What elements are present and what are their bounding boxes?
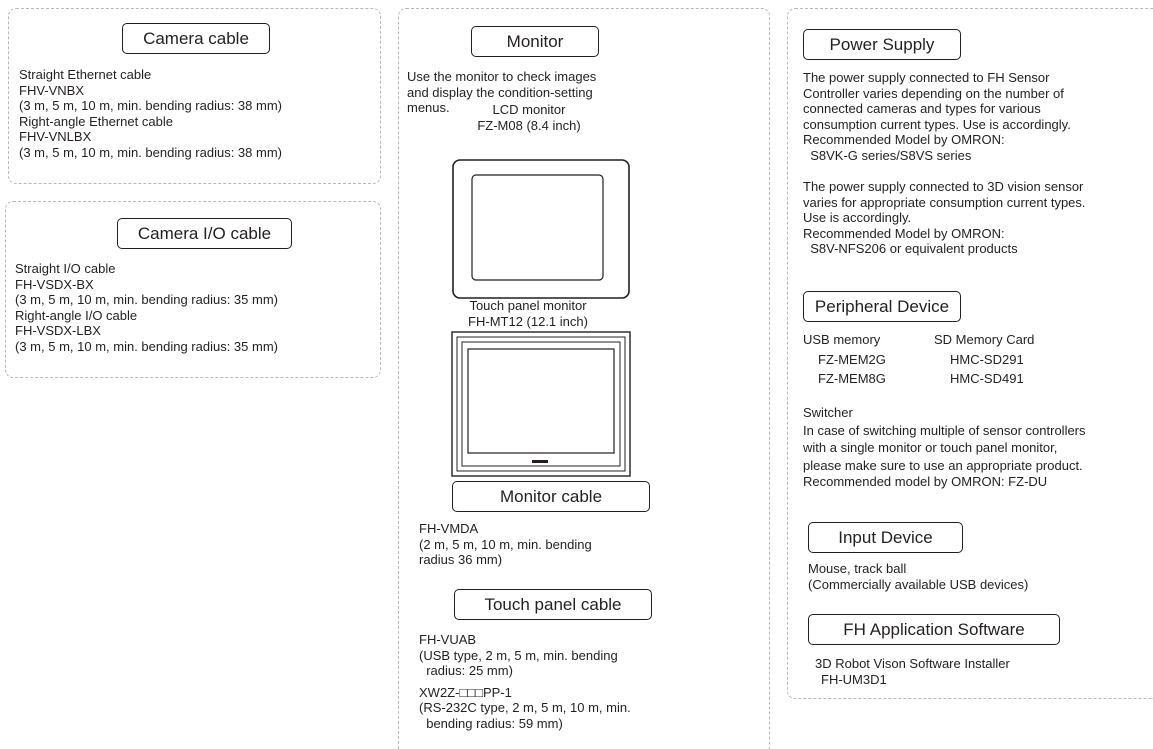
text-line: Controller varies depending on the numbe…	[803, 85, 1064, 101]
text-line: Right-angle Ethernet cable	[19, 113, 173, 129]
text-line: Straight I/O cable	[15, 261, 116, 276]
input-device-lines: Mouse, track ball (Commercially availabl…	[808, 561, 1028, 592]
usb-memory-header: USB memory	[803, 332, 881, 347]
text-line: 3D Robot Vison Software Installer	[815, 656, 1010, 671]
text-line: consumption current types. Use is accord…	[803, 116, 1071, 132]
sd-card-header: SD Memory Card	[934, 332, 1035, 347]
text-line: radius: 25 mm)	[419, 663, 513, 678]
lcd-monitor-label: LCD monitor FZ-M08 (8.4 inch)	[459, 102, 599, 133]
touch-panel-cable-title: Touch panel cable	[454, 589, 652, 620]
sd-card-list: SD Memory Card HMC-SD291 HMC-SD491	[934, 332, 1034, 387]
fh-application-software-title: FH Application Software	[808, 614, 1060, 645]
text-line: S8V-NFS206 or equivalent products	[803, 241, 1018, 256]
text-line: (RS-232C type, 2 m, 5 m, 10 m, min.	[419, 700, 631, 715]
camera-io-cable-title: Camera I/O cable	[117, 218, 292, 249]
text-line: (USB type, 2 m, 5 m, min. bending	[419, 647, 618, 663]
text-line: Recommended Model by OMRON:	[803, 225, 1005, 241]
power-supply-title: Power Supply	[803, 29, 961, 60]
sd-card-item: HMC-SD491	[950, 371, 1024, 386]
text-line: connected cameras and types for various	[803, 101, 1041, 116]
text-line: please make sure to use an appropriate p…	[803, 457, 1083, 473]
monitor-title: Monitor	[471, 26, 599, 57]
lcd-monitor-name: LCD monitor	[492, 102, 566, 117]
camera-io-cable-panel: Camera I/O cable Straight I/O cable FH-V…	[5, 201, 381, 378]
touch-monitor-name: Touch panel monitor	[469, 298, 587, 313]
monitor-cable-lines: FH-VMDA (2 m, 5 m, 10 m, min. bending ra…	[419, 521, 592, 568]
lcd-monitor-icon	[452, 159, 630, 299]
text-line: (3 m, 5 m, 10 m, min. bending radius: 38…	[19, 144, 282, 160]
text-line: Straight Ethernet cable	[19, 67, 152, 82]
text-line: radius 36 mm)	[419, 552, 503, 567]
text-line: FH-VSDX-BX	[15, 276, 94, 292]
touch-monitor-label: Touch panel monitor FH-MT12 (12.1 inch)	[453, 298, 603, 329]
switcher-label: Switcher	[803, 405, 853, 420]
text-line: S8VK-G series/S8VS series	[803, 147, 972, 163]
camera-io-cable-lines: Straight I/O cable FH-VSDX-BX (3 m, 5 m,…	[15, 261, 278, 354]
text-line: FH-VMDA	[419, 521, 479, 536]
text-line: (Commercially available USB devices)	[808, 576, 1029, 592]
text-line: In case of switching multiple of sensor …	[803, 422, 1086, 438]
usb-memory-item: FZ-MEM2G	[818, 351, 886, 367]
text-line: Right-angle I/O cable	[15, 307, 138, 323]
usb-memory-item: FZ-MEM8G	[818, 371, 886, 386]
monitor-cable-title: Monitor cable	[452, 481, 650, 512]
text-line: Use is accordingly.	[803, 210, 912, 225]
text-line: (2 m, 5 m, 10 m, min. bending	[419, 536, 592, 552]
text-line: (3 m, 5 m, 10 m, min. bending radius: 35…	[15, 292, 278, 307]
text-line: varies for appropriate consumption curre…	[803, 194, 1086, 210]
text-line: bending radius: 59 mm)	[419, 715, 563, 731]
text-line: FHV-VNLBX	[19, 129, 92, 144]
monitor-panel: Monitor Use the monitor to check images …	[398, 8, 770, 749]
camera-cable-lines: Straight Ethernet cable FHV-VNBX (3 m, 5…	[19, 67, 282, 160]
text-line: (3 m, 5 m, 10 m, min. bending radius: 38…	[19, 98, 282, 113]
fh-software-lines: 3D Robot Vison Software Installer FH-UM3…	[815, 656, 1010, 687]
touch-panel-monitor-icon	[451, 331, 631, 477]
text-line: (3 m, 5 m, 10 m, min. bending radius: 35…	[15, 338, 278, 354]
text-line: FH-VSDX-LBX	[15, 323, 101, 338]
power-supply-para1: The power supply connected to FH Sensor …	[803, 70, 1071, 163]
text-line: The power supply connected to 3D vision …	[803, 179, 1084, 194]
monitor-description: Use the monitor to check images and disp…	[407, 69, 596, 116]
text-line: FH-VUAB	[419, 632, 477, 647]
text-line: The power supply connected to FH Sensor	[803, 70, 1050, 85]
text-line: XW2Z-□□□PP-1	[419, 684, 512, 700]
text-line: FH-UM3D1	[821, 671, 887, 687]
text-line: menus.	[407, 100, 450, 115]
input-device-title: Input Device	[808, 522, 963, 553]
camera-cable-title: Camera cable	[122, 23, 270, 54]
text-line: Use the monitor to check images	[407, 69, 597, 84]
power-supply-para2: The power supply connected to 3D vision …	[803, 179, 1086, 257]
text-line: Recommended model by OMRON: FZ-DU	[803, 474, 1048, 489]
camera-cable-panel: Camera cable Straight Ethernet cable FHV…	[8, 8, 381, 184]
lcd-monitor-model: FZ-M08 (8.4 inch)	[477, 117, 581, 133]
switcher-text: Switcher In case of switching multiple o…	[803, 405, 1086, 490]
text-line: with a single monitor or touch panel mon…	[803, 440, 1058, 455]
text-line: Mouse, track ball	[808, 561, 907, 576]
touch-monitor-model: FH-MT12 (12.1 inch)	[468, 313, 588, 329]
usb-memory-list: USB memory FZ-MEM2G FZ-MEM8G	[803, 332, 886, 387]
text-line: Recommended Model by OMRON:	[803, 132, 1005, 147]
text-line: and display the condition-setting	[407, 84, 593, 100]
text-line: FHV-VNBX	[19, 82, 85, 98]
sd-card-item: HMC-SD291	[950, 351, 1024, 367]
peripheral-device-title: Peripheral Device	[803, 291, 961, 322]
touch-panel-cable-lines: FH-VUAB (USB type, 2 m, 5 m, min. bendin…	[419, 632, 631, 731]
right-panel: Power Supply The power supply connected …	[787, 8, 1153, 699]
